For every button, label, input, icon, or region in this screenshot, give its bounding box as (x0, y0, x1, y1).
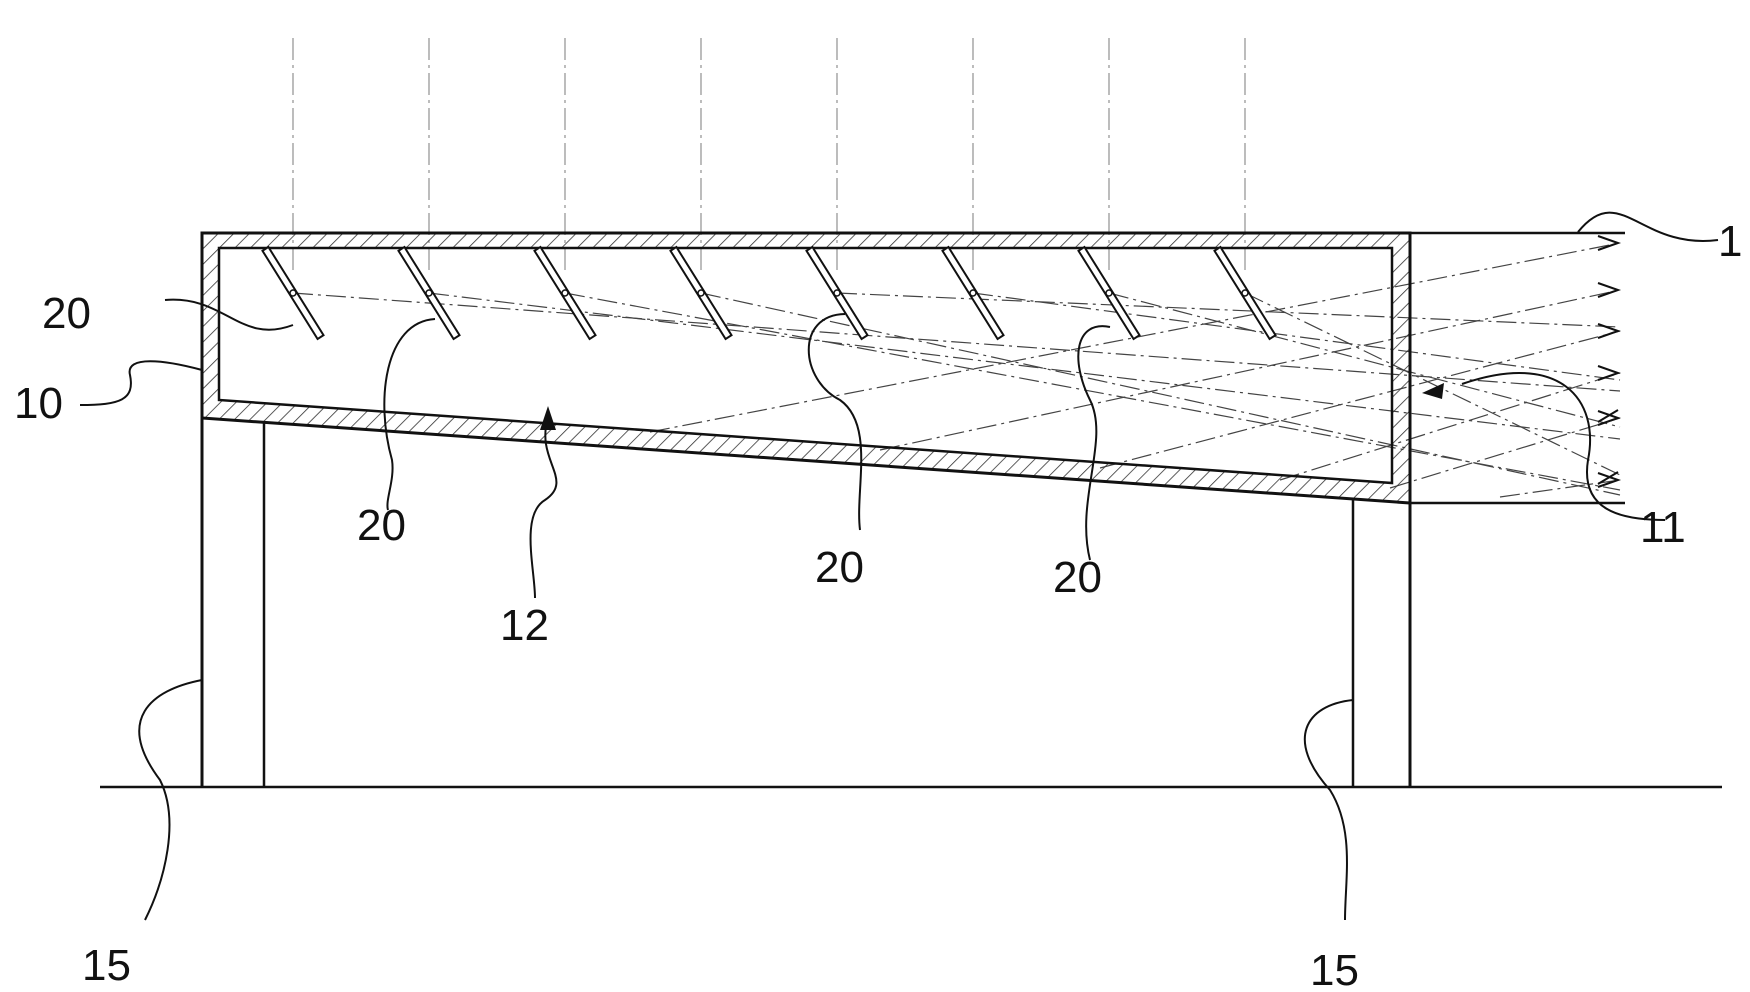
leader-window (1461, 372, 1666, 521)
leader-body (79, 360, 203, 406)
exit-arrowheads (1597, 235, 1622, 488)
mirror (261, 245, 325, 341)
reflected-ray (1108, 292, 1621, 428)
pointer-arrow-12 (540, 406, 556, 430)
leader-lines (79, 211, 1719, 921)
reflected-ray (700, 292, 1621, 496)
reflected-ray (1279, 372, 1621, 481)
mirror (669, 245, 733, 341)
label-reflective-bottom: 12 (500, 601, 549, 650)
mirror (941, 245, 1005, 341)
mirror (397, 245, 461, 341)
leader-mirror-4 (1077, 325, 1111, 561)
reflected-ray (1389, 417, 1621, 489)
label-window: 11 (1640, 503, 1686, 552)
exit-arrowhead (1597, 323, 1622, 339)
reflected-ray (972, 292, 1621, 381)
reflected-ray (1099, 330, 1621, 469)
left-support (200, 418, 266, 787)
label-system: 1 (1718, 217, 1742, 266)
exit-arrowhead (1597, 235, 1622, 251)
reflected-ray (564, 292, 1621, 491)
label-mirror-3: 20 (815, 543, 864, 592)
leader-mirror-2 (383, 318, 436, 511)
right-support (1351, 498, 1412, 787)
leader-mirror-1 (164, 298, 294, 331)
exit-arrowhead (1597, 282, 1622, 298)
reflected-ray (836, 292, 1621, 328)
mirror-array (261, 245, 1277, 341)
exit-arrowhead-cross (1597, 471, 1619, 485)
reflected-ray (292, 292, 1621, 392)
reflected-light-rays (292, 242, 1621, 498)
body-inner-outline (217, 246, 1394, 485)
leader-support-left (138, 679, 203, 921)
label-support-left: 15 (82, 941, 131, 990)
exit-arrowhead-cross (1597, 409, 1619, 423)
exit-arrowhead (1597, 410, 1622, 426)
label-mirror-1: 20 (42, 289, 91, 338)
label-mirror-4: 20 (1053, 553, 1102, 602)
incoming-light-lines (292, 38, 1246, 275)
label-mirror-2: 20 (357, 501, 406, 550)
label-support-right: 15 (1310, 946, 1359, 992)
leader-mirror-3 (807, 313, 863, 531)
leader-system (1577, 211, 1719, 242)
label-body: 10 (14, 379, 63, 428)
mirror (1077, 245, 1141, 341)
mirror (1213, 245, 1277, 341)
reflected-ray (428, 292, 1621, 440)
leader-reflective-bottom (529, 417, 558, 599)
exit-arrowhead (1597, 472, 1622, 488)
pointer-arrow-11 (1422, 383, 1444, 399)
leader-support-right (1303, 699, 1354, 921)
exit-arrowhead (1597, 365, 1622, 381)
mirror (533, 245, 597, 341)
reflected-ray (879, 289, 1621, 451)
reflected-ray (1244, 292, 1621, 476)
mirror (805, 245, 869, 341)
light-window (1410, 231, 1625, 505)
